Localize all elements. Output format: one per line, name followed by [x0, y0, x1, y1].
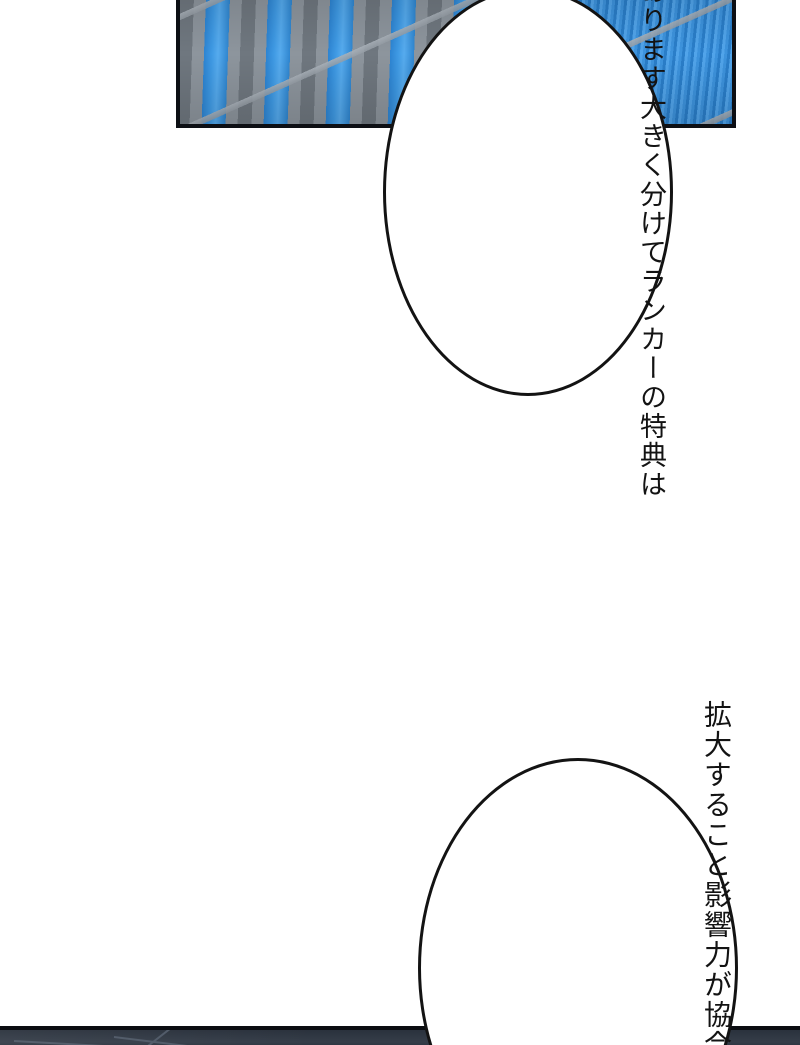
speech-bubble-2-text: 一つは 協会に与えら 影響力が 拡大すること — [421, 700, 735, 1045]
bubble-1-line-1: ランカーの特典は — [636, 266, 666, 499]
speech-bubble-1-text: ランカーの特典は 大きく分けて 2つあります — [386, 0, 670, 499]
bubble-1-line-3: 2つあります — [636, 0, 666, 93]
speech-bubble-2: 一つは 協会に与えら 影響力が 拡大すること — [418, 700, 738, 1045]
bubble-2-line-3: 影響力が — [700, 880, 731, 1000]
bubble-1-line-2: 大きく分けて — [636, 92, 666, 267]
bubble-2-line-4: 拡大すること — [700, 700, 731, 880]
speech-bubble-1: ランカーの特典は 大きく分けて 2つあります — [383, 0, 673, 499]
bubble-2-line-2: 協会に与えら — [695, 1000, 735, 1045]
